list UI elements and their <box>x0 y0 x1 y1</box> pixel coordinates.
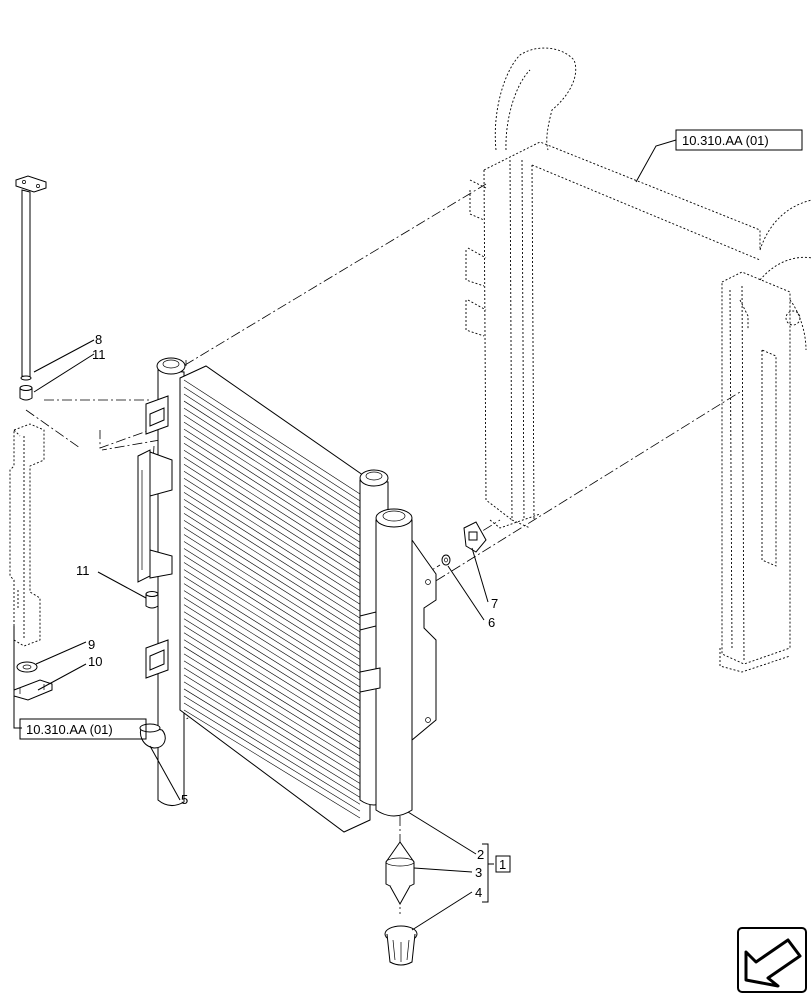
callout-3: 3 <box>475 865 482 880</box>
condenser-fin <box>183 646 361 757</box>
condenser-fin <box>183 583 361 695</box>
condenser-fin <box>183 632 361 743</box>
filter-element-part-3 <box>385 841 415 906</box>
condenser-fin <box>183 541 361 653</box>
condenser-fin <box>183 435 361 550</box>
callout-10: 10 <box>88 654 102 669</box>
condenser-fin <box>183 674 361 784</box>
condenser-fin <box>183 379 361 495</box>
condenser-fin <box>183 569 361 681</box>
condenser-fin <box>183 597 361 708</box>
condenser-fin <box>183 393 361 509</box>
condenser-fin <box>183 513 361 626</box>
reference-link-top-right-label: 10.310.AA (01) <box>682 133 769 148</box>
condenser-fin <box>183 548 361 660</box>
radiator-reference-assembly <box>465 47 812 673</box>
condenser-fin <box>183 471 361 584</box>
condenser-fin <box>183 492 361 605</box>
condenser-fin <box>183 527 361 640</box>
condenser-fin <box>183 506 361 619</box>
condenser-fin <box>183 442 361 557</box>
condenser-fin <box>183 625 361 736</box>
condenser-fin <box>183 464 361 577</box>
condenser-fin <box>183 534 361 646</box>
condenser-fin <box>183 618 361 729</box>
callout-11-middle: 11 <box>76 563 90 578</box>
callout-2: 2 <box>477 847 484 862</box>
condenser-fin <box>183 639 361 750</box>
kit-callout-label: 1 <box>499 857 506 872</box>
washer-part-9 <box>16 661 38 673</box>
condenser-fin <box>183 667 361 777</box>
callout-5: 5 <box>181 792 188 807</box>
condenser-fin <box>183 485 361 598</box>
callout-9: 9 <box>88 637 95 652</box>
clip-part-7 <box>463 521 487 553</box>
view-direction-arrow-icon[interactable] <box>737 927 807 993</box>
condenser-fin <box>183 478 361 591</box>
receiver-drier-tube <box>359 508 437 817</box>
mounting-rod-part-8 <box>15 175 47 381</box>
bushing-part-11-middle <box>145 591 159 609</box>
callout-7: 7 <box>491 596 498 611</box>
seal-ring-part-4 <box>384 925 418 966</box>
washer-part-6 <box>441 554 451 566</box>
condenser-fin <box>183 660 361 770</box>
condenser-core <box>137 357 389 833</box>
condenser-fin <box>183 449 361 564</box>
callout-6: 6 <box>488 615 495 630</box>
condenser-fin <box>183 576 361 688</box>
condenser-fin <box>183 428 361 543</box>
plate-part-10 <box>13 679 53 701</box>
bushing-part-11-top <box>19 385 33 401</box>
condenser-fin <box>183 421 361 536</box>
condenser-fin <box>183 456 361 571</box>
condenser-fin <box>183 414 361 529</box>
plug-part-5 <box>139 723 166 749</box>
condenser-fin <box>183 702 361 812</box>
callout-8: 8 <box>95 332 102 347</box>
condenser-fin <box>183 695 361 805</box>
condenser-fin <box>183 520 361 633</box>
condenser-fin <box>183 590 361 702</box>
condenser-fin <box>183 499 361 612</box>
kit-callout-box[interactable]: 1 <box>495 855 511 873</box>
kit-bracket <box>482 843 494 903</box>
condenser-fin <box>183 653 361 764</box>
condenser-fin <box>183 681 361 791</box>
condenser-fin <box>183 407 361 522</box>
callout-4: 4 <box>475 885 482 900</box>
reference-link-bottom-left-label: 10.310.AA (01) <box>26 722 113 737</box>
condenser-fin <box>183 688 361 798</box>
reference-link-top-right[interactable]: 10.310.AA (01) <box>675 129 803 151</box>
left-side-bracket <box>9 423 45 647</box>
condenser-fin <box>183 611 361 722</box>
leader-lines <box>13 139 677 931</box>
condenser-fin <box>183 555 361 667</box>
reference-link-bottom-left[interactable]: 10.310.AA (01) <box>19 718 147 740</box>
callout-11-top: 11 <box>92 347 106 362</box>
condenser-fin <box>183 709 361 819</box>
condenser-fin <box>183 400 361 515</box>
condenser-fin <box>183 562 361 674</box>
condenser-fin <box>183 386 361 502</box>
condenser-fin <box>183 604 361 715</box>
